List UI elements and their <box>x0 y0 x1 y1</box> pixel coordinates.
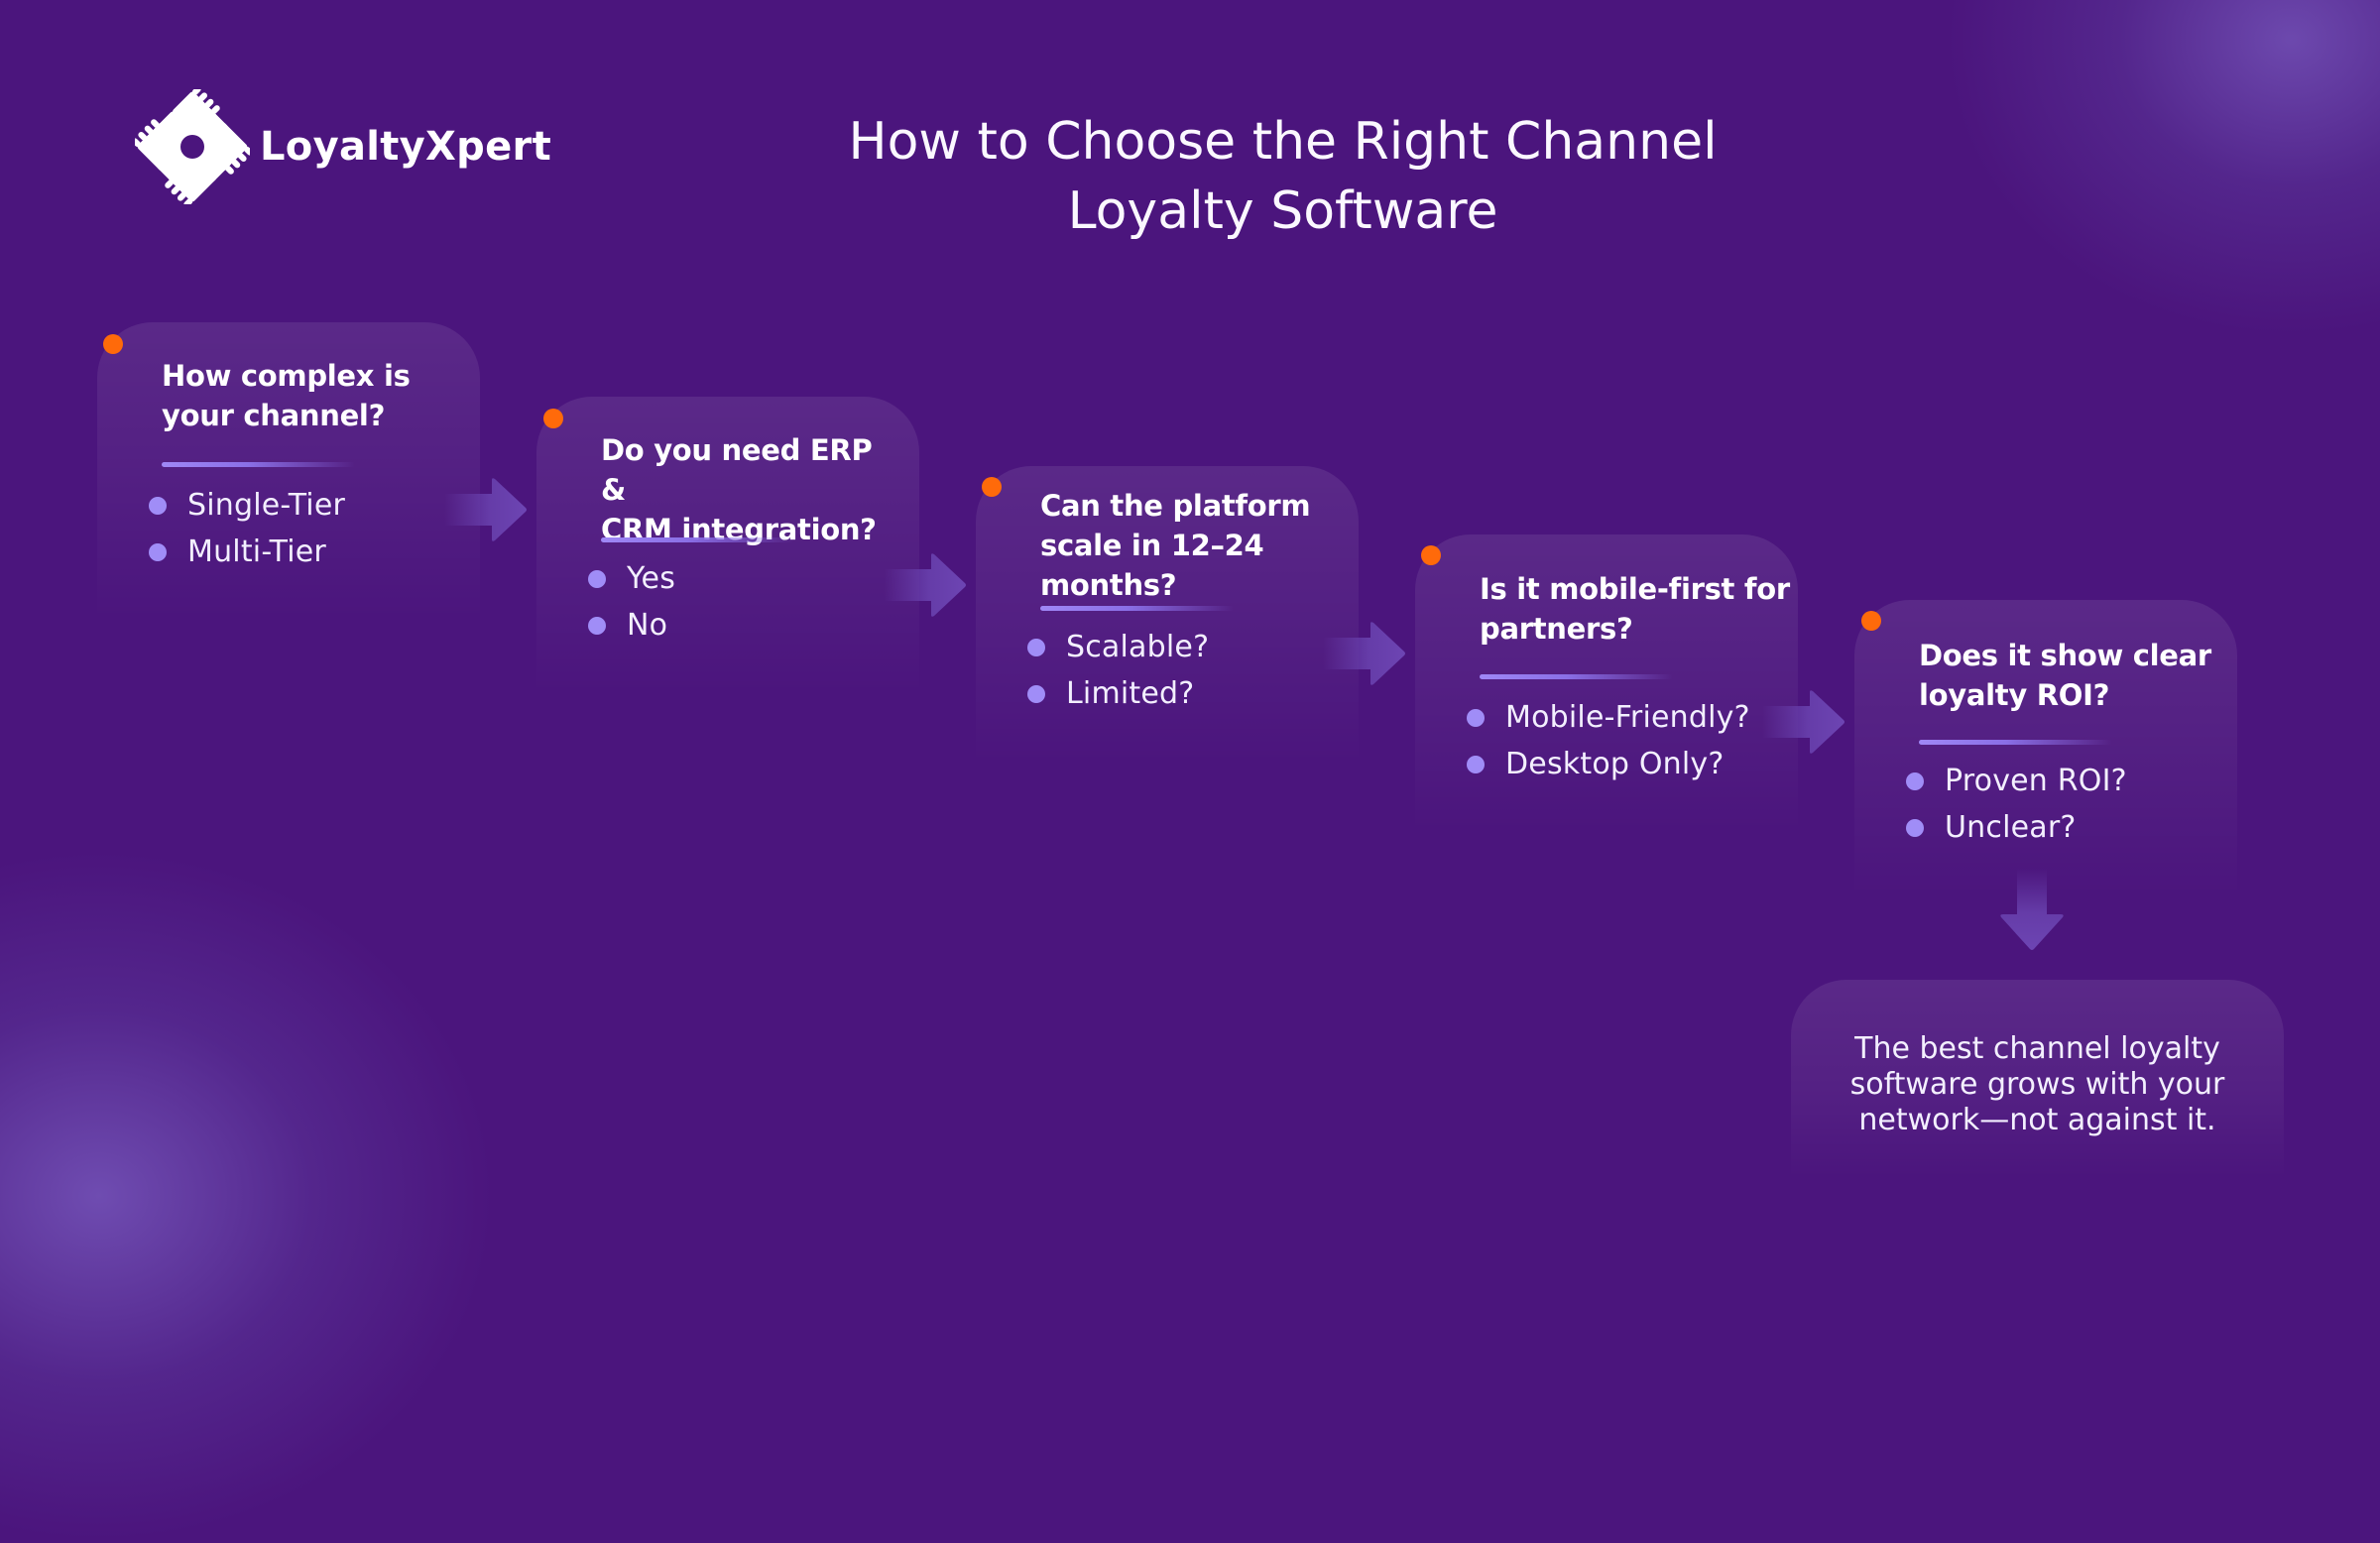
bullet-icon <box>1906 772 1924 790</box>
bullet-icon <box>1467 755 1485 773</box>
option-item: Unclear? <box>1906 804 2127 851</box>
step-divider <box>1040 606 1234 611</box>
bullet-icon <box>588 616 606 635</box>
brand-logo: LoyaltyXpert <box>135 89 551 204</box>
page-title: How to Choose the Right Channel Loyalty … <box>694 107 1871 246</box>
bullet-icon <box>1027 638 1045 656</box>
step-divider <box>162 462 355 467</box>
page-title-line-2: Loyalty Software <box>1067 181 1498 241</box>
arrow-right-icon <box>884 553 966 617</box>
brand-name: LoyaltyXpert <box>260 124 551 170</box>
option-item: Single-Tier <box>149 482 345 529</box>
option-item: Limited? <box>1027 670 1209 717</box>
option-item: No <box>588 602 675 649</box>
step-divider <box>601 537 794 542</box>
step-card-erp-crm-integration: Do you need ERP &CRM integration? Yes No <box>536 397 919 694</box>
bullet-icon <box>588 569 606 588</box>
arrow-right-icon <box>1323 622 1405 685</box>
arrow-down-icon <box>2000 869 2064 950</box>
step-options: Proven ROI? Unclear? <box>1906 758 2127 851</box>
bullet-icon <box>149 542 167 561</box>
step-options: Scalable? Limited? <box>1027 624 1209 717</box>
bullet-icon <box>1027 684 1045 703</box>
bullet-icon <box>1467 708 1485 727</box>
hands-circle-diamond-icon <box>135 89 250 204</box>
option-item: Desktop Only? <box>1467 741 1750 787</box>
arrow-right-icon <box>1762 690 1844 754</box>
step-options: Mobile-Friendly? Desktop Only? <box>1467 694 1750 787</box>
step-question: Do you need ERP &CRM integration? <box>601 433 877 546</box>
step-marker-dot <box>982 477 1002 497</box>
step-divider <box>1480 674 1673 679</box>
option-item: Scalable? <box>1027 624 1209 670</box>
step-options: Single-Tier Multi-Tier <box>149 482 345 575</box>
bullet-icon <box>1906 818 1924 837</box>
step-options: Yes No <box>588 555 675 649</box>
step-marker-dot <box>1861 611 1881 631</box>
option-item: Multi-Tier <box>149 529 345 575</box>
option-item: Proven ROI? <box>1906 758 2127 804</box>
arrow-right-icon <box>444 478 527 541</box>
step-marker-dot <box>1421 545 1441 565</box>
step-marker-dot <box>103 334 123 354</box>
background-glow-top-right <box>1944 0 2380 337</box>
option-item: Yes <box>588 555 675 602</box>
background-glow-bottom-left <box>0 849 496 1543</box>
step-divider <box>1919 740 2112 745</box>
page-title-line-1: How to Choose the Right Channel <box>848 112 1718 172</box>
bullet-icon <box>149 496 167 515</box>
step-marker-dot <box>543 409 563 428</box>
option-item: Mobile-Friendly? <box>1467 694 1750 741</box>
